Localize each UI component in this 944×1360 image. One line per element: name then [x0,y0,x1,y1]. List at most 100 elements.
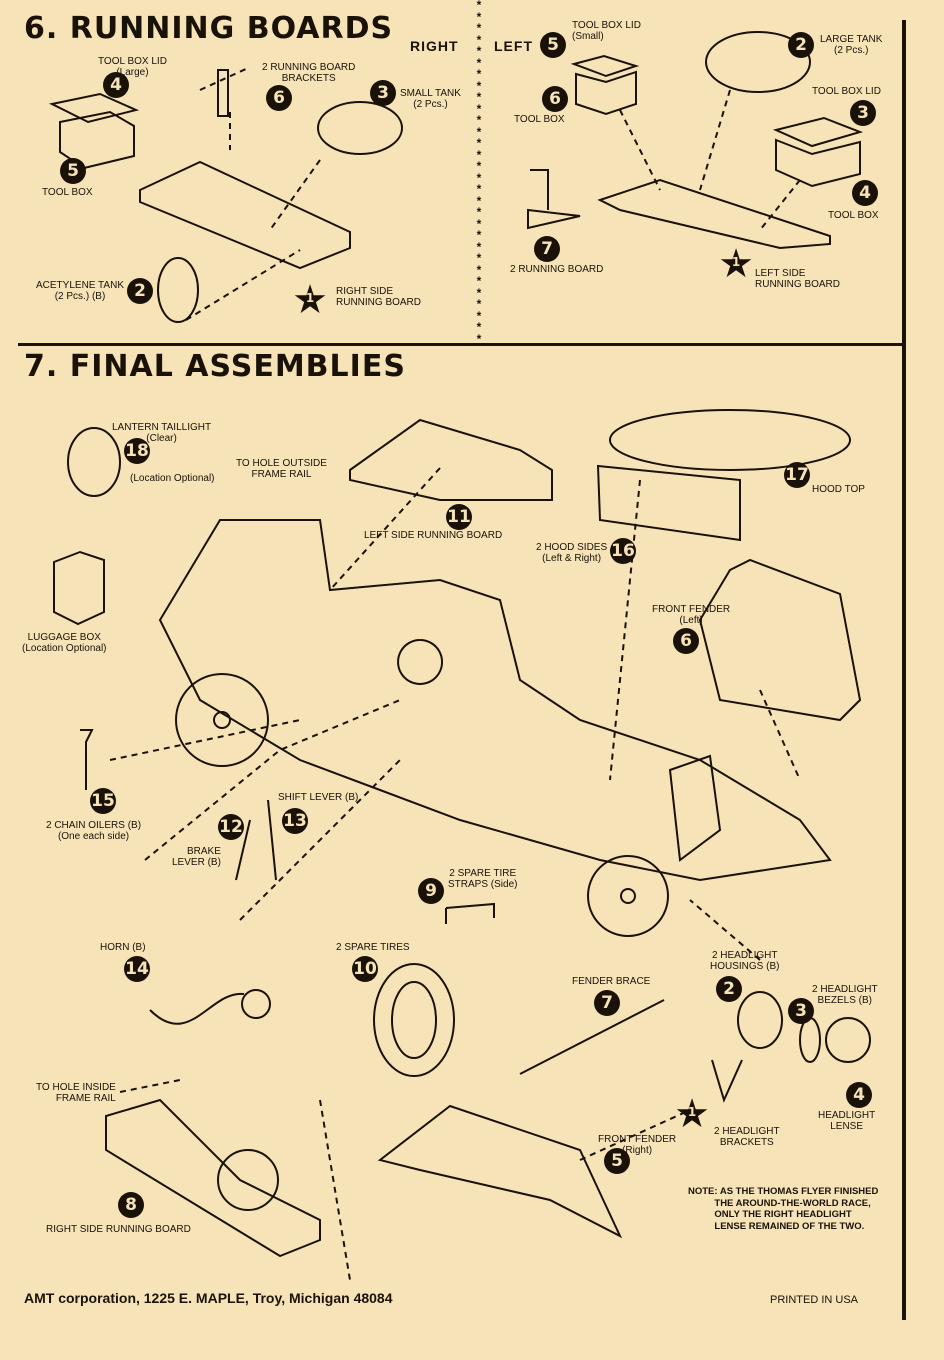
callout-4-right: 4 [103,72,129,98]
headlight-housing [737,991,783,1049]
page-right-border [902,20,906,1320]
footer-address: AMT corporation, 1225 E. MAPLE, Troy, Mi… [24,1290,393,1306]
label-brake-lever: BRAKE LEVER (B) [172,846,221,868]
right-running-board-assy [105,1098,321,1258]
spare-tire [373,963,455,1077]
bracket-right [217,69,229,117]
label-tool-box-left: TOOL BOX [514,114,565,125]
label-right-running-board-assy: RIGHT SIDE RUNNING BOARD [46,1224,191,1235]
hood-sides [596,464,741,542]
callout-star-1-left: ★1 [718,242,754,286]
label-running-board-brackets: 2 RUNNING BOARD [510,264,604,275]
left-running-board-assy [349,418,553,501]
label-horn: HORN (B) [100,942,146,953]
label-tool-box-lid-left: TOOL BOX LID [812,86,881,97]
label-tool-box-lid-small: TOOL BOX LID (Small) [572,20,641,42]
callout-9: 9 [418,878,444,904]
label-hole-inside: TO HOLE INSIDE FRAME RAIL [36,1082,116,1104]
callout-4-lense: 4 [846,1082,872,1108]
label-lantern: LANTERN TAILLIGHT (Clear) [112,422,212,444]
label-lantern-location: (Location Optional) [130,473,215,484]
label-brackets: 2 RUNNING BOARD BRACKETS [262,62,356,84]
label-small-tank: SMALL TANK (2 Pcs.) [400,88,461,110]
callout-star-1-headlight: ★1 [674,1092,710,1136]
callout-11: 11 [446,504,472,530]
spare-strap [445,902,495,924]
label-headlight-brackets: 2 HEADLIGHT BRACKETS [714,1126,780,1148]
footer-printed: PRINTED IN USA [770,1294,859,1306]
label-headlight-bezels: 2 HEADLIGHT BEZELS (B) [812,984,878,1006]
label-spare-tire-straps: 2 SPARE TIRE STRAPS (Side) [448,868,518,890]
callout-15: 15 [90,788,116,814]
section-7-title: 7. FINAL ASSEMBLIES [24,349,406,384]
callout-6-fender: 6 [673,628,699,654]
label-left-running-board-assy: LEFT SIDE RUNNING BOARD [364,530,503,541]
callout-6-right: 6 [266,85,292,111]
front-fender-left [698,558,862,722]
callout-12: 12 [218,814,244,840]
callout-2-headlight: 2 [716,976,742,1002]
callout-13: 13 [282,808,308,834]
bracket-left [527,169,581,230]
running-board-right [139,160,351,270]
callout-3-left: 3 [850,100,876,126]
label-shift-lever: SHIFT LEVER (B) [278,792,359,803]
fender-brace [519,999,665,1075]
callout-5-right: 5 [60,158,86,184]
running-board-left [597,178,831,250]
label-tool-box-lid-large: TOOL BOX LID (Large) [98,56,167,78]
section-divider-top [18,343,903,346]
label-right-running-board: RIGHT SIDE RUNNING BOARD [336,286,422,308]
front-wheel [587,855,669,937]
tool-box-lid-right [772,116,864,148]
callout-7-left: 7 [534,236,560,262]
lantern [67,427,121,497]
right-heading: RIGHT [410,38,459,54]
label-fender-brace: FENDER BRACE [572,976,651,987]
label-acetylene: ACETYLENE TANK (2 Pcs.) (B) [36,280,124,302]
label-large-tank: LARGE TANK (2 Pcs.) [820,34,883,56]
headlight-bezel [799,1017,821,1063]
label-chain-oilers: 2 CHAIN OILERS (B) (One each side) [46,820,142,842]
horn [149,992,245,1025]
callout-14: 14 [124,956,150,982]
label-hood-top: HOOD TOP [812,484,865,495]
chain-oiler [80,729,94,790]
luggage-box [53,550,105,626]
label-tool-box-right-side: TOOL BOX [828,210,879,221]
small-tank [317,101,403,155]
label-headlight-housings: 2 HEADLIGHT HOUSINGS (B) [710,950,780,972]
callout-6-left: 6 [542,86,568,112]
radiator [668,754,722,862]
tool-box-small [575,70,637,116]
callout-2-left: 2 [788,32,814,58]
callout-17: 17 [784,462,810,488]
callout-8: 8 [118,1192,144,1218]
car-body [158,519,832,882]
label-tool-box-right: TOOL BOX [42,187,93,198]
callout-18: 18 [124,438,150,464]
callout-4-left: 4 [852,180,878,206]
tool-box-lid-large [48,92,140,124]
callout-star-1-right: ★1 [292,278,328,322]
front-fender-right [377,1104,623,1239]
headlight-bracket [711,1059,743,1103]
callout-10: 10 [352,956,378,982]
label-hood-sides: 2 HOOD SIDES (Left & Right) [536,542,608,564]
hood-top [609,409,851,471]
tool-box-right [775,138,861,188]
brake-lever [235,819,251,881]
note-text: NOTE: AS THE THOMAS FLYER FINISHED THE A… [688,1186,879,1232]
shift-lever [267,799,277,881]
headlight-lense [825,1017,871,1063]
label-front-fender-left: FRONT FENDER (Left) [652,604,731,626]
section-6-title: 6. RUNNING BOARDS [24,11,394,46]
large-tank [705,31,811,93]
callout-16: 16 [610,538,636,564]
label-front-fender-right: FRONT FENDER (Right) [598,1134,677,1156]
star-divider: * * * * * * * * * * * * * * * * * * * * … [476,0,482,345]
left-heading: LEFT [494,38,533,54]
callout-2-right: 2 [127,278,153,304]
callout-7-brace: 7 [594,990,620,1016]
